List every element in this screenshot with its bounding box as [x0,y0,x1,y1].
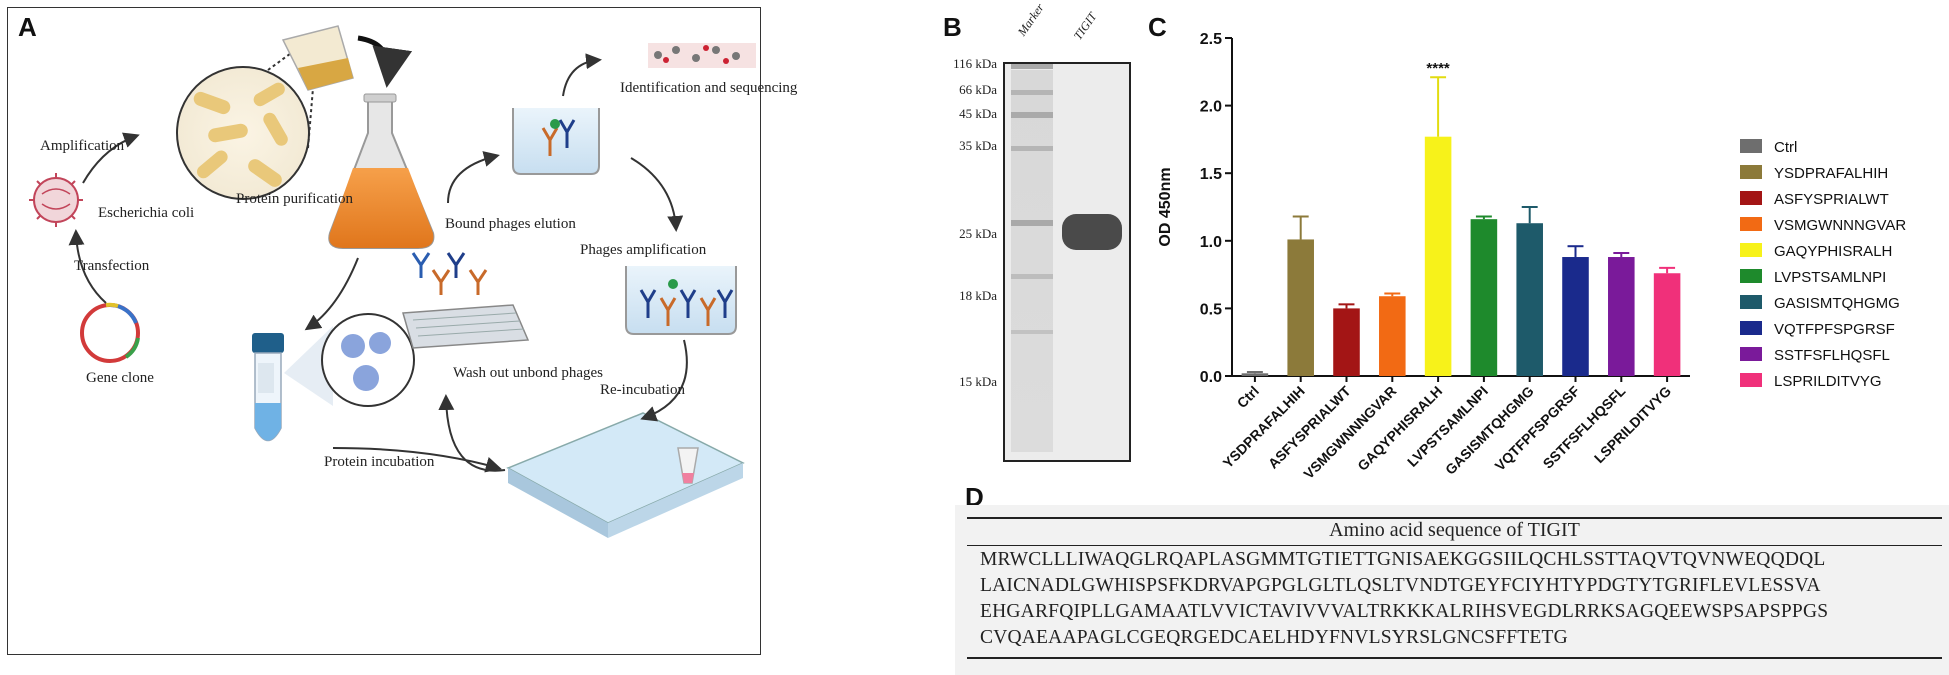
legend-label: ASFYSPRIALWT [1774,191,1889,208]
plate-middle-icon [402,304,530,349]
workflow-graphics [29,25,756,538]
legend-label: VSMGWNNNGVAR [1774,217,1906,234]
virus-icon [29,173,83,227]
sequence-panel: Amino acid sequence of TIGIT MRWCLLLIWAQ… [955,505,1949,675]
lane-label-tigit: TIGIT [1070,9,1100,43]
legend-swatch [1740,165,1762,179]
legend-swatch [1740,295,1762,309]
legend-label: Ctrl [1774,139,1797,156]
legend-label: LSPRILDITVYG [1774,373,1882,390]
panel-a: A Amplification Escherichia coli Transfe… [7,7,797,655]
panel-b: B Marker TIGIT 116 kDa 66 kDa 45 kDa 35 … [935,0,1135,470]
antibody-group-icon [411,252,488,295]
legend-swatch [1740,269,1762,283]
y-tick-label: 1.5 [1200,166,1222,183]
legend-label: SSTFSFLHQSFL [1774,347,1890,364]
bar [1516,223,1543,376]
flask-icon [328,93,435,249]
x-tick-label: GAQYPHISRALH [1354,383,1445,474]
label-wash-out: Wash out unbond phages [453,365,604,381]
label-amplification: Amplification [40,138,125,154]
sequence-header: Amino acid sequence of TIGIT [1329,519,1580,541]
bar [1424,136,1452,376]
label-bound-elution: Bound phages elution [445,216,576,232]
label-protein-purification: Protein purification [236,191,354,207]
bacteria-icon [176,66,310,200]
label-protein-incubation: Protein incubation [324,454,435,470]
label-re-incubation: Re-incubation [600,382,685,398]
legend-swatch [1740,347,1762,361]
kda-25: 25 kDa [959,226,997,241]
bar [1608,257,1635,376]
y-tick-label: 1.0 [1200,234,1222,251]
y-axis-label: OD 450nm [1157,167,1174,246]
kda-66: 66 kDa [959,82,997,97]
legend-label: VQTFPFSPGRSF [1774,321,1895,338]
beaker-pour-icon [281,25,354,91]
tube-icon [252,333,284,442]
label-escherichia-coli: Escherichia coli [98,205,195,221]
eppendorf-icon [677,447,699,484]
plate-bottom-icon [506,412,745,538]
y-tick-label: 0.5 [1200,301,1222,318]
sequence-line: LAICNADLGWHISPSFKDRVAPGPGLGLTLQSLTVNDTGE… [980,575,1821,596]
label-identification: Identification and sequencing [620,80,798,96]
kda-35: 35 kDa [959,138,997,153]
tank-top-icon [512,108,600,175]
legend-swatch [1740,217,1762,231]
bar [1241,373,1269,376]
y-tick-label: 0.0 [1200,369,1222,386]
panel-letter-a: A [18,12,37,42]
bar [1562,257,1589,376]
legend-swatch [1740,321,1762,335]
bar [1287,239,1314,376]
x-tick-label: Ctrl [1234,383,1262,411]
protein-zoom-icon [321,313,415,407]
bar [1470,219,1498,376]
legend-swatch [1740,373,1762,387]
x-tick-label: ASFYSPRIALWT [1265,382,1354,471]
panel-letter-d: D [965,482,984,512]
label-gene-clone: Gene clone [86,370,154,386]
significance-label: **** [1426,60,1450,77]
y-tick-label: 2.0 [1200,99,1222,116]
x-tick-label: VQTFPFSPGRSF [1492,382,1583,473]
plasmid-icon [80,302,140,363]
bar-chart: 0.00.51.01.52.02.5OD 450nmCtrlYSDPRAFALH… [1157,31,1906,482]
molecule-icon [648,43,756,68]
bar [1653,273,1681,376]
legend-label: LVPSTSAMLNPI [1774,269,1886,286]
panel-letter-c: C [1148,12,1167,42]
kda-116: 116 kDa [953,56,997,71]
sequence-line: MRWCLLLIWAQGLRQAPLASGMMTGTIETTGNISAEKGGS… [980,549,1826,570]
sequence-line: EHGARFQIPLLGAMAATLVVICTAVIVVVALTRKKKALRI… [980,601,1829,622]
kda-15: 15 kDa [959,374,997,389]
legend-swatch [1740,191,1762,205]
bar [1333,308,1360,376]
label-transfection: Transfection [74,258,150,274]
panel-letter-b: B [943,12,962,42]
kda-45: 45 kDa [959,106,997,121]
x-tick-label: YSDPRAFALHIH [1219,383,1307,471]
gel-image [1003,62,1131,462]
sequence-body: MRWCLLLIWAQGLRQAPLASGMMTGTIETTGNISAEKGGS… [980,547,1828,651]
lane-label-marker: Marker [1014,0,1047,39]
bar [1379,296,1406,376]
y-tick-label: 2.5 [1200,31,1222,48]
x-tick-label: LVPSTSAMLNPI [1404,383,1491,470]
tank-right-icon [625,266,737,335]
label-phages-amplification: Phages amplification [580,242,707,258]
legend-swatch [1740,139,1762,153]
legend-label: GAQYPHISRALH [1774,243,1892,260]
legend-label: GASISMTQHGMG [1774,295,1900,312]
x-tick-label: SSTFSFLHQSFL [1540,382,1629,471]
sequence-line: CVQAEAAPAGLCGEQRGEDCAELHDYFNVLSYRSLGNCSF… [980,627,1568,648]
legend-label: YSDPRAFALHIH [1774,165,1888,182]
legend-swatch [1740,243,1762,257]
kda-18: 18 kDa [959,288,997,303]
